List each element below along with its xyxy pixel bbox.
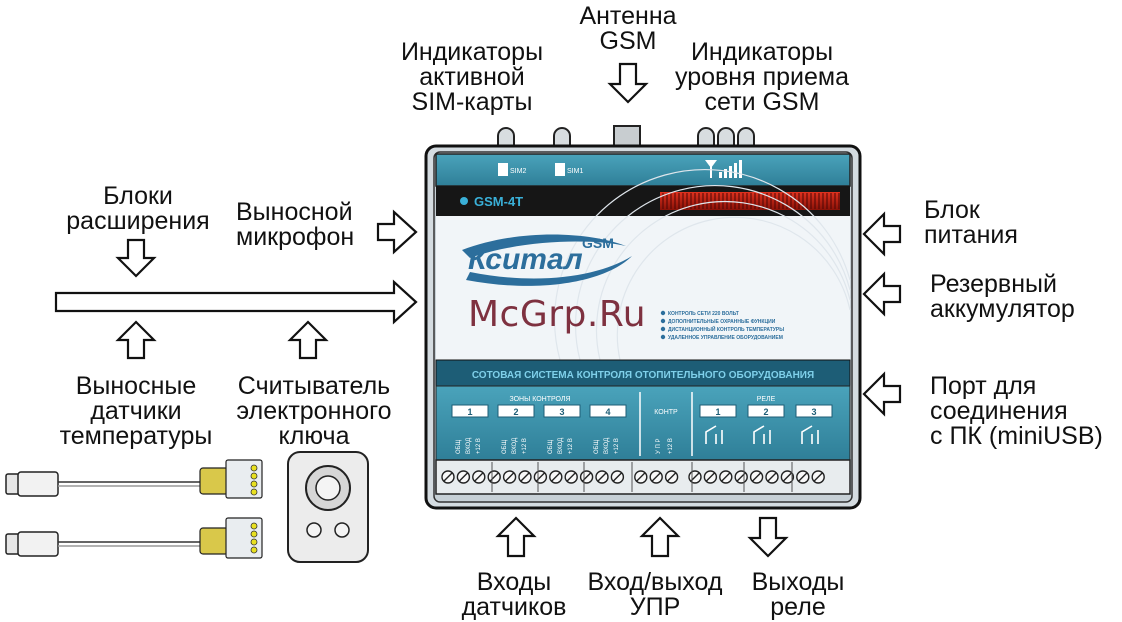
sim-led-2 — [553, 127, 571, 147]
usb-arrow — [862, 371, 902, 417]
antenna-connector — [613, 125, 641, 147]
expansion-label: Блоки расширения — [66, 182, 210, 235]
terminal-screw — [595, 470, 609, 484]
model-label: GSM-4T — [474, 194, 523, 209]
watermark: McGrp.Ru — [468, 294, 647, 335]
terminal-screw — [502, 470, 517, 484]
microphone-arrow — [376, 209, 418, 255]
relay-3: 3 — [811, 407, 816, 417]
zone-1-pin-common: ОБЩ — [456, 439, 462, 454]
terminal-screw — [719, 470, 733, 484]
terminal-screw — [749, 470, 764, 484]
zone-3-pin-input: ВХОД — [558, 438, 564, 454]
feature-3: УДАЛЕННОЕ УПРАВЛЕНИЕ ОБОРУДОВАНИЕМ — [668, 335, 783, 341]
terminal-screw — [518, 470, 532, 484]
zone-3-pin-common: ОБЩ — [548, 439, 554, 454]
terminal-screw — [780, 470, 795, 484]
key-reader-label: Считыватель электронного ключа — [236, 372, 392, 450]
sensor-inputs-label: Входы датчиков — [461, 568, 567, 621]
sim-indicators-label: Индикаторы активной SIM-карты — [400, 38, 544, 116]
ctrl-title: КОНТР — [654, 409, 678, 416]
terminal-screw — [796, 470, 810, 484]
terminal-screw — [441, 470, 455, 484]
gsm-device — [424, 125, 862, 510]
zone-3-pin-12v: +12 В — [568, 438, 574, 454]
terminal-screw — [610, 470, 625, 484]
gsm-level-label: Индикаторы уровня приема сети GSM — [675, 38, 849, 116]
expansion-arrow — [115, 238, 157, 278]
zone-2-pin-input: ВХОД — [512, 438, 518, 454]
terminal-screw — [734, 470, 748, 484]
ctrl-pin-12v: +12 В — [668, 438, 674, 454]
microphone-label: Выносной микрофон — [236, 198, 355, 251]
temp-sensor-probes — [5, 459, 263, 559]
power-arrow — [862, 211, 902, 257]
key-reader-device — [287, 451, 369, 563]
terminal-screw — [664, 470, 679, 484]
zone-3: 3 — [559, 407, 564, 417]
brand-logo: Кситал — [468, 243, 583, 276]
zone-4: 4 — [605, 407, 610, 417]
relay-title: РЕЛЕ — [757, 396, 776, 403]
battery-label: Резервный аккумулятор — [930, 270, 1075, 323]
sim1-icon — [555, 163, 565, 176]
zone-4-pin-input: ВХОД — [604, 438, 610, 454]
antenna-arrow — [607, 62, 649, 104]
zone-4-pin-12v: +12 В — [614, 438, 620, 454]
battery-arrow — [862, 271, 902, 317]
zone-4-pin-common: ОБЩ — [594, 439, 600, 454]
terminal-screw — [765, 470, 779, 484]
usb-port-label: Порт для соединения с ПК (miniUSB) — [930, 372, 1103, 450]
gsm-led-1 — [697, 127, 715, 147]
power-label: Блок питания — [924, 196, 1018, 249]
zone-2-pin-12v: +12 В — [522, 438, 528, 454]
temp-sensors-arrow — [115, 320, 157, 360]
zone-1-pin-12v: +12 В — [476, 438, 482, 454]
relay-1: 1 — [715, 407, 720, 417]
terminal-screw — [811, 470, 825, 484]
relay-outputs-label: Выходы реле — [751, 568, 845, 621]
feature-0: КОНТРОЛЬ СЕТИ 220 ВОЛЬТ — [668, 311, 739, 317]
zone-2: 2 — [513, 407, 518, 417]
terminal-screw — [649, 470, 663, 484]
upr-arrow — [639, 516, 681, 558]
terminal-screw — [688, 470, 702, 484]
slogan-label: СОТОВАЯ СИСТЕМА КОНТРОЛЯ ОТОПИТЕЛЬНОГО О… — [472, 370, 814, 381]
terminal-screw — [487, 470, 501, 484]
ctrl-pin-upr: У П Р — [656, 439, 662, 454]
bus-arrow — [54, 279, 418, 325]
terminal-screw — [703, 470, 718, 484]
antenna-label: Антенна GSM — [579, 2, 677, 55]
zone-2-pin-common: ОБЩ — [502, 439, 508, 454]
sim1-label: SIM1 — [567, 168, 583, 175]
sim2-icon — [498, 163, 508, 176]
terminal-screw — [533, 470, 548, 484]
temp-sensors-label: Выносные датчики температуры — [59, 372, 213, 450]
zone-1: 1 — [467, 407, 472, 417]
feature-1: ДОПОЛНИТЕЛЬНЫЕ ОХРАННЫЕ ФУНКЦИИ — [668, 319, 776, 325]
terminal-screw — [472, 470, 486, 484]
zone-1-pin-input: ВХОД — [466, 438, 472, 454]
upr-io-label: Вход/выход УПР — [587, 568, 723, 621]
key-reader-arrow — [287, 320, 329, 360]
zones-title: ЗОНЫ КОНТРОЛЯ — [509, 396, 570, 403]
sensor-inputs-arrow — [495, 516, 537, 558]
terminal-block — [441, 462, 825, 492]
brand-suffix: GSM — [582, 235, 614, 251]
sim-led-1 — [497, 127, 515, 147]
terminal-screw — [564, 470, 578, 484]
relay-symbols — [705, 425, 819, 444]
gsm-led-2 — [717, 127, 735, 147]
feature-2: ДИСТАНЦИОННЫЙ КОНТРОЛЬ ТЕМПЕРАТУРЫ — [668, 325, 784, 333]
terminal-screw — [634, 470, 648, 484]
terminal-screw — [549, 470, 563, 484]
terminal-screw — [456, 470, 471, 484]
relay-2: 2 — [763, 407, 768, 417]
sim2-label: SIM2 — [510, 168, 526, 175]
relay-outputs-arrow — [747, 516, 789, 558]
terminal-screw — [579, 470, 594, 484]
gsm-led-3 — [737, 127, 755, 147]
